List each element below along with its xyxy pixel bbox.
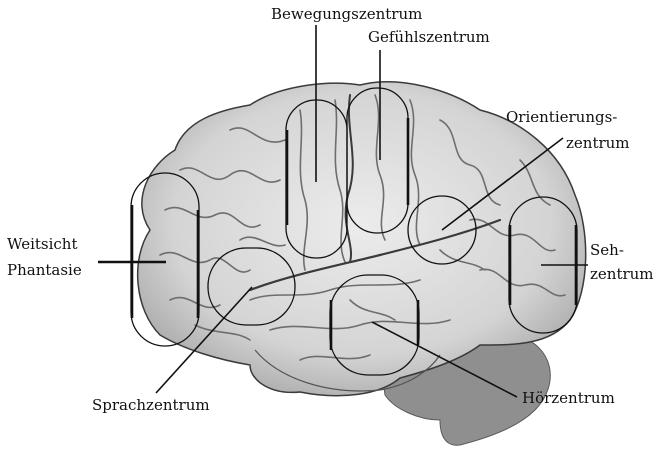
label-farsight-line2: Phantasie bbox=[7, 261, 82, 279]
label-orientation-line1: Orientierungs- bbox=[506, 108, 617, 126]
label-farsight-line1: Weitsicht bbox=[7, 235, 77, 253]
label-speech-center: Sprachzentrum bbox=[92, 396, 210, 414]
label-visual-line1: Seh- bbox=[590, 241, 624, 259]
label-visual-line2: zentrum bbox=[590, 265, 654, 283]
label-sensory-center: Gefühlszentrum bbox=[368, 28, 490, 46]
label-hearing-center: Hörzentrum bbox=[522, 389, 615, 407]
label-motor-center: Bewegungszentrum bbox=[271, 5, 422, 23]
label-orientation-line2: zentrum bbox=[566, 134, 630, 152]
